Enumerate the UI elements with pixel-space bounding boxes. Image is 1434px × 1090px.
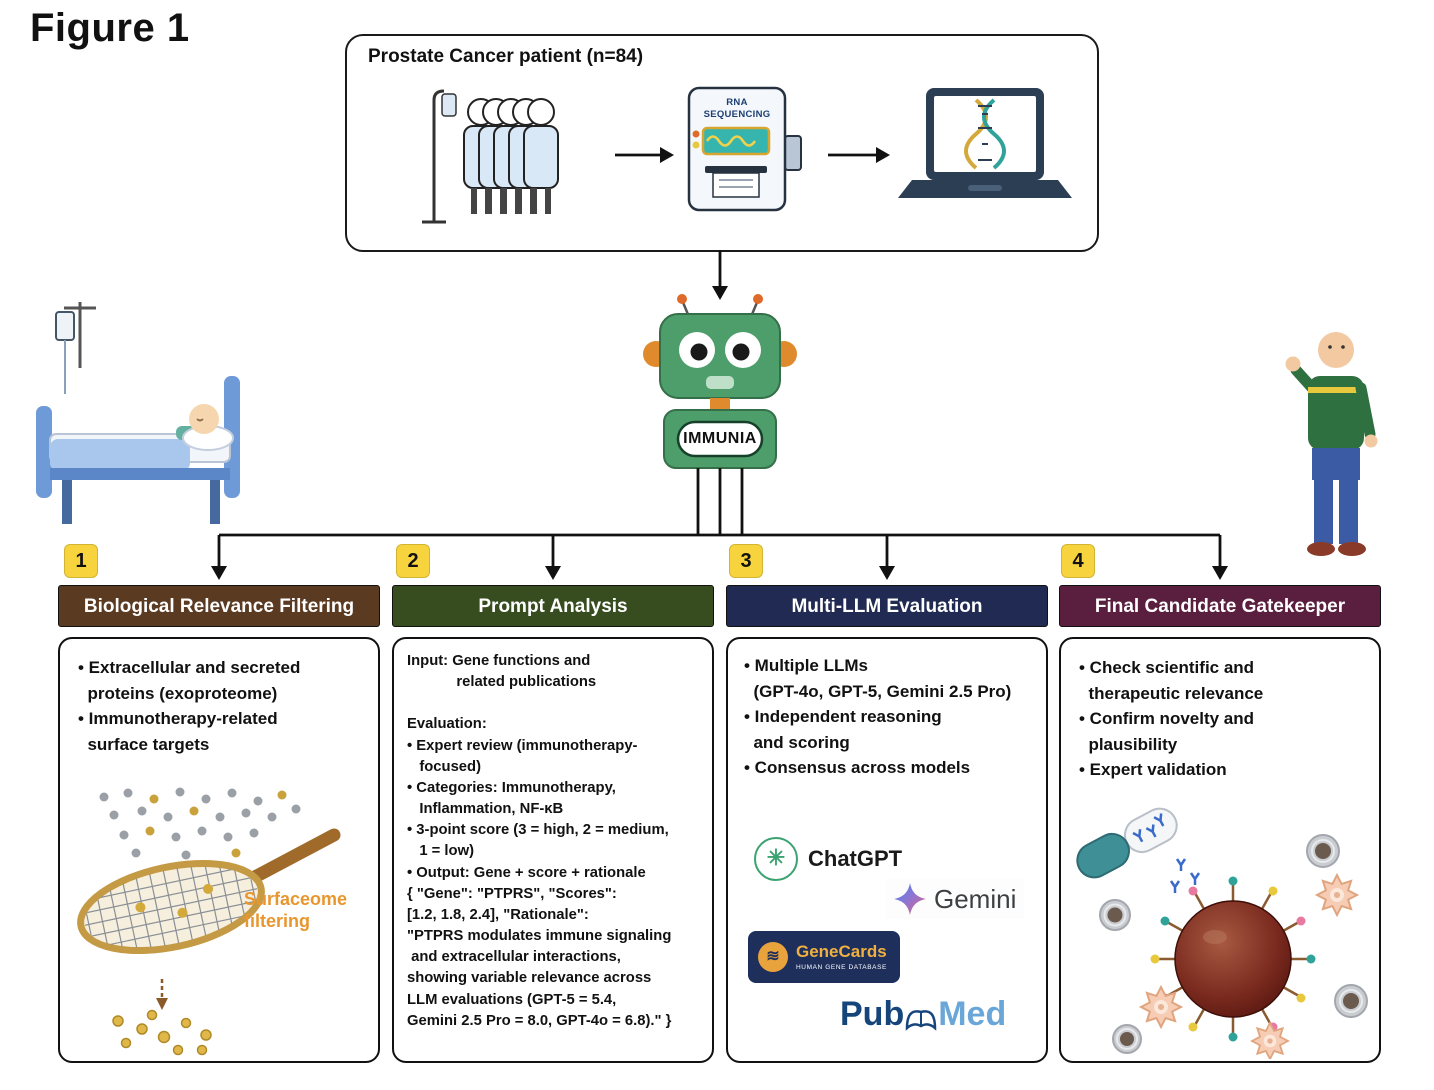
hospital-bed-icon bbox=[36, 302, 240, 524]
filtered-protein-dots bbox=[112, 1009, 212, 1056]
step4-bullets: • Check scientific and therapeutic relev… bbox=[1079, 658, 1264, 779]
surfaceome-filtering-label: Surfaceome filtering bbox=[244, 889, 348, 931]
genecards-logo: ≋ GeneCards HUMAN GENE DATABASE bbox=[748, 931, 900, 983]
step3-number-badge: 3 bbox=[729, 544, 763, 578]
step2-box: Input: Gene functions and related public… bbox=[392, 637, 714, 1063]
figure-label: Figure 1 bbox=[30, 6, 190, 50]
pubmed-pub-label: Pub bbox=[840, 995, 905, 1033]
pubmed-logo: Pub Med bbox=[840, 995, 1006, 1034]
step1-box: • Extracellular and secreted proteins (e… bbox=[58, 637, 380, 1063]
step3-header: Multi-LLM Evaluation bbox=[726, 585, 1048, 627]
chatgpt-icon: ✳ bbox=[754, 837, 798, 881]
step3-box: • Multiple LLMs (GPT-4o, GPT-5, Gemini 2… bbox=[726, 637, 1048, 1063]
cancer-cell-icon bbox=[1150, 876, 1316, 1042]
gray-cell-icons bbox=[1099, 834, 1368, 1054]
patient-figures bbox=[463, 98, 559, 214]
step2-header: Prompt Analysis bbox=[392, 585, 714, 627]
step1-bullets: • Extracellular and secreted proteins (e… bbox=[78, 658, 301, 754]
capsule-icon bbox=[1076, 807, 1178, 879]
patients-group-icon bbox=[422, 89, 559, 224]
gemini-label: Gemini bbox=[934, 883, 1017, 914]
chatgpt-logo: ✳ ChatGPT bbox=[754, 837, 902, 881]
gemini-logo: Gemini bbox=[886, 879, 1025, 919]
chatgpt-label: ChatGPT bbox=[808, 846, 903, 871]
rna-sequencer-icon bbox=[687, 86, 802, 212]
step1-number-badge: 1 bbox=[64, 544, 98, 578]
immune-cell-icons bbox=[1138, 872, 1360, 1059]
top-box-title: Prostate Cancer patient (n=84) bbox=[368, 46, 644, 67]
rna-sequencer-label: RNA SEQUENCING bbox=[703, 97, 771, 120]
sieve-filter-icon bbox=[77, 787, 341, 1056]
gemini-star-icon bbox=[894, 883, 926, 915]
unfiltered-protein-dots bbox=[99, 787, 301, 860]
step1-header: Biological Relevance Filtering bbox=[58, 585, 380, 627]
step2-text: Input: Gene functions and related public… bbox=[407, 653, 672, 1029]
genecards-icon: ≋ bbox=[758, 942, 788, 972]
antibody-icons bbox=[1169, 858, 1201, 893]
genecards-subtitle: HUMAN GENE DATABASE bbox=[796, 963, 887, 971]
pubmed-med-label: Med bbox=[938, 995, 1007, 1033]
robot-name-badge: IMMUNIA bbox=[683, 430, 757, 447]
immunia-robot-icon bbox=[643, 294, 797, 469]
standing-man-icon bbox=[1285, 332, 1378, 556]
step4-header: Final Candidate Gatekeeper bbox=[1059, 585, 1381, 627]
genecards-label: GeneCards bbox=[796, 942, 887, 962]
step4-number-badge: 4 bbox=[1061, 544, 1095, 578]
step4-box: • Check scientific and therapeutic relev… bbox=[1059, 637, 1381, 1063]
pubmed-book-icon bbox=[905, 1010, 937, 1031]
drug-and-cells-illustration bbox=[1076, 807, 1368, 1059]
step3-bullets: • Multiple LLMs (GPT-4o, GPT-5, Gemini 2… bbox=[744, 656, 1012, 777]
laptop-dna-icon bbox=[898, 88, 1072, 198]
step2-number-badge: 2 bbox=[396, 544, 430, 578]
